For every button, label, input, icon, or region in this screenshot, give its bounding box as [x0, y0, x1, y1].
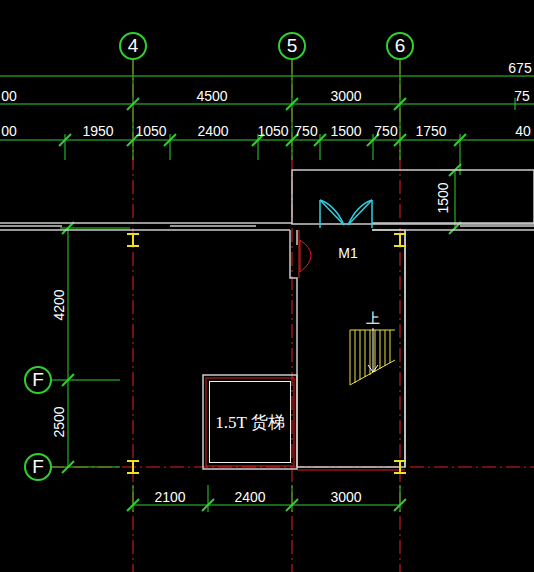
dimension-text: 1050 — [257, 124, 288, 138]
dimension-text: 40 — [515, 124, 531, 138]
dimension-text: 1750 — [415, 124, 446, 138]
axis-label: 4 — [128, 35, 139, 57]
room-note: 上 — [366, 311, 380, 325]
dimension-text: 2500 — [52, 406, 66, 437]
dimension-text: 675 — [508, 61, 531, 75]
elevator-box: 1.5T 货梯 — [209, 381, 291, 463]
grid-bubble: F — [24, 453, 52, 481]
dimension-text: 2400 — [197, 124, 228, 138]
axis-label: 6 — [395, 35, 406, 57]
axis-label: F — [32, 369, 44, 391]
dimension-text: 4500 — [196, 89, 227, 103]
dimension-text: 1500 — [436, 182, 450, 213]
dimension-text: 1050 — [135, 124, 166, 138]
axis-label: 5 — [287, 35, 298, 57]
axis-label: F — [32, 456, 44, 478]
dimension-text: 1950 — [82, 124, 113, 138]
dimension-text: 00 — [1, 124, 17, 138]
dimension-text: 3000 — [330, 490, 361, 504]
room-note: M1 — [338, 246, 357, 260]
dimension-text: 750 — [294, 124, 317, 138]
elevator-label: 1.5T 货梯 — [215, 411, 285, 434]
dimension-text: 750 — [374, 124, 397, 138]
dimension-text: 1500 — [330, 124, 361, 138]
dimension-text: 2400 — [234, 490, 265, 504]
grid-bubble: 5 — [278, 32, 306, 60]
grid-bubble: 4 — [119, 32, 147, 60]
dimension-text: 3000 — [330, 89, 361, 103]
dimension-text: 4200 — [52, 289, 66, 320]
dimension-text: 75 — [514, 89, 530, 103]
grid-bubble: F — [24, 366, 52, 394]
dimension-text: 00 — [1, 89, 17, 103]
grid-bubble: 6 — [386, 32, 414, 60]
dimension-text: 2100 — [154, 490, 185, 504]
